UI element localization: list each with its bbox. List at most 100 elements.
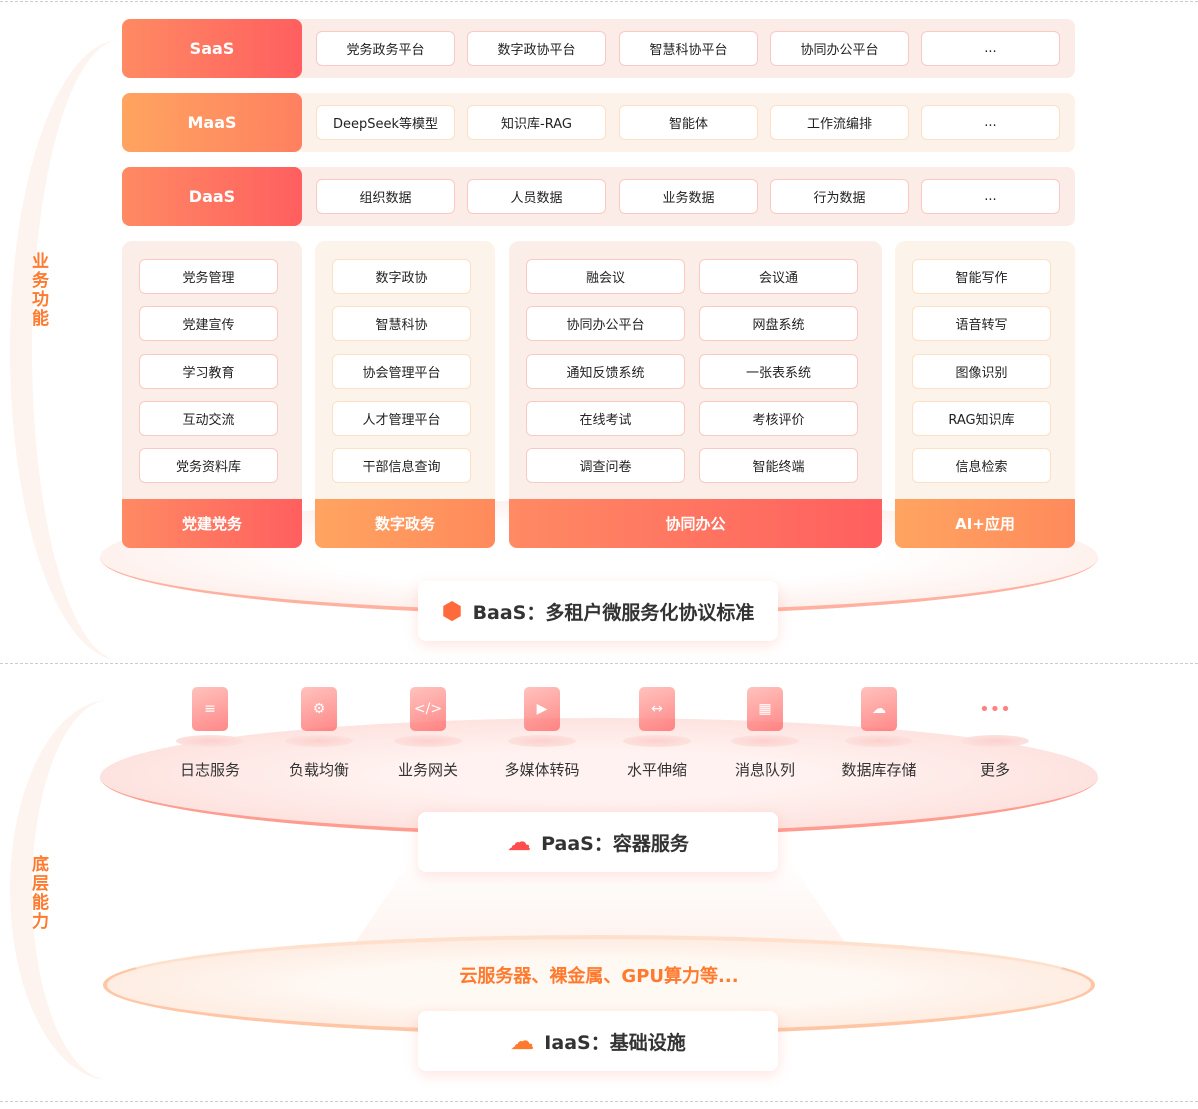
icon-glyph: ▦ (747, 687, 783, 731)
column-item[interactable]: 协会管理平台 (332, 354, 471, 389)
column-item[interactable]: 智能终端 (699, 448, 858, 483)
iaas-label: ☁ IaaS：基础设施 (418, 1011, 778, 1071)
column-0: 党务管理党建宣传学习教育互动交流党务资料库党建党务 (122, 241, 302, 548)
column-item[interactable]: 融会议 (526, 259, 685, 294)
column-title: 党建党务 (122, 499, 302, 548)
column-item[interactable]: 网盘系统 (699, 306, 858, 341)
divider (0, 1101, 1198, 1102)
icon-base (731, 735, 799, 747)
service-item[interactable]: ☁ 数据库存储 (829, 685, 929, 780)
wrench-icon: ⚙ (285, 685, 353, 747)
service-label: 负载均衡 (288, 761, 349, 779)
blocks-icon: ▦ (731, 685, 799, 747)
icon-base (394, 735, 462, 747)
cloud-icon: ☁ (507, 828, 532, 856)
column-item[interactable]: 一张表系统 (699, 354, 858, 389)
service-item[interactable]: •••更多 (945, 685, 1045, 780)
row-item[interactable]: 行为数据 (770, 179, 909, 214)
service-item[interactable]: ▶ 多媒体转码 (492, 685, 592, 780)
paas-text: PaaS：容器服务 (541, 832, 689, 855)
column-item[interactable]: 信息检索 (912, 448, 1051, 483)
iaas-caption: 云服务器、裸金属、GPU算力等... (459, 966, 739, 987)
column-item[interactable]: 智能写作 (912, 259, 1051, 294)
row-item[interactable]: 知识库-RAG (467, 105, 606, 140)
icon-glyph: ⚙ (301, 687, 337, 731)
column-item[interactable]: 智慧科协 (332, 306, 471, 341)
service-item[interactable]: ▦ 消息队列 (715, 685, 815, 780)
side-label-business: 业务功能 (28, 252, 48, 328)
horizontal-arrows-icon: ↔ (623, 685, 691, 747)
row-item[interactable]: 工作流编排 (770, 105, 909, 140)
service-label: 水平伸缩 (626, 761, 687, 779)
icon-glyph: ≡ (192, 687, 228, 731)
column-item[interactable]: 在线考试 (526, 401, 685, 436)
column-item[interactable]: 学习教育 (139, 354, 278, 389)
iaas-text: IaaS：基础设施 (544, 1031, 686, 1054)
row-item[interactable]: 协同办公平台 (770, 31, 909, 66)
service-item[interactable]: ⚙ 负载均衡 (269, 685, 369, 780)
icon-glyph: </> (410, 687, 446, 731)
hexagon-cluster-icon: ⬢ (441, 597, 463, 625)
icon-base (845, 735, 913, 747)
column-item[interactable]: 党建宣传 (139, 306, 278, 341)
service-label: 日志服务 (179, 761, 240, 779)
paas-label: ☁ PaaS：容器服务 (418, 812, 778, 872)
column-item[interactable]: 人才管理平台 (332, 401, 471, 436)
row-item[interactable]: 数字政协平台 (467, 31, 606, 66)
row-item[interactable]: 智慧科协平台 (619, 31, 758, 66)
service-item[interactable]: ≡ 日志服务 (160, 685, 260, 780)
row-label-daas: DaaS (122, 167, 302, 226)
row-item[interactable]: ... (921, 31, 1060, 66)
row-label-maas: MaaS (122, 93, 302, 152)
service-label: 数据库存储 (841, 761, 917, 779)
column-item[interactable]: 考核评价 (699, 401, 858, 436)
column-item[interactable]: 调查问卷 (526, 448, 685, 483)
column-item[interactable]: 协同办公平台 (526, 306, 685, 341)
column-title: 协同办公 (509, 499, 882, 548)
column-item[interactable]: 会议通 (699, 259, 858, 294)
column-item[interactable]: RAG知识库 (912, 401, 1051, 436)
side-label-infra: 底层能力 (28, 855, 48, 931)
code-monitor-icon: </> (394, 685, 462, 747)
row-item[interactable]: DeepSeek等模型 (316, 105, 455, 140)
column-item[interactable]: 通知反馈系统 (526, 354, 685, 389)
icon-base (176, 735, 244, 747)
cloud-database-icon: ☁ (845, 685, 913, 747)
server-cloud-icon: ☁ (510, 1027, 535, 1055)
baas-label: ⬢ BaaS：多租户微服务化协议标准 (418, 581, 778, 641)
column-item[interactable]: 互动交流 (139, 401, 278, 436)
icon-base (508, 735, 576, 747)
column-title: AI+应用 (895, 499, 1075, 548)
service-label: 消息队列 (734, 761, 795, 779)
video-camera-icon: ▶ (508, 685, 576, 747)
icon-base (285, 735, 353, 747)
column-item[interactable]: 语音转写 (912, 306, 1051, 341)
column-item[interactable]: 图像识别 (912, 354, 1051, 389)
icon-base (961, 735, 1029, 747)
log-doc-icon: ≡ (176, 685, 244, 747)
column-3: 智能写作语音转写图像识别 RAG知识库信息检索 AI+应用 (895, 241, 1075, 548)
row-item[interactable]: 组织数据 (316, 179, 455, 214)
row-item[interactable]: ... (921, 179, 1060, 214)
column-item[interactable]: 干部信息查询 (332, 448, 471, 483)
row-item[interactable]: 智能体 (619, 105, 758, 140)
service-label: 多媒体转码 (504, 761, 580, 779)
row-item[interactable]: 党务政务平台 (316, 31, 455, 66)
row-item[interactable]: 人员数据 (467, 179, 606, 214)
column-1: 数字政协智慧科协协会管理平台人才管理平台干部信息查询数字政务 (315, 241, 495, 548)
row-item[interactable]: 业务数据 (619, 179, 758, 214)
service-label: 业务网关 (397, 761, 458, 779)
icon-glyph: ▶ (524, 687, 560, 731)
divider (0, 663, 1198, 664)
column-item[interactable]: 数字政协 (332, 259, 471, 294)
icon-glyph: ↔ (639, 687, 675, 731)
divider (0, 1, 1198, 2)
icon-glyph: ☁ (861, 687, 897, 731)
row-item[interactable]: ... (921, 105, 1060, 140)
column-item[interactable]: 党务资料库 (139, 448, 278, 483)
icon-glyph: ••• (979, 698, 1011, 720)
row-label-saas: SaaS (122, 19, 302, 78)
service-item[interactable]: ↔ 水平伸缩 (607, 685, 707, 780)
column-item[interactable]: 党务管理 (139, 259, 278, 294)
service-item[interactable]: </> 业务网关 (378, 685, 478, 780)
